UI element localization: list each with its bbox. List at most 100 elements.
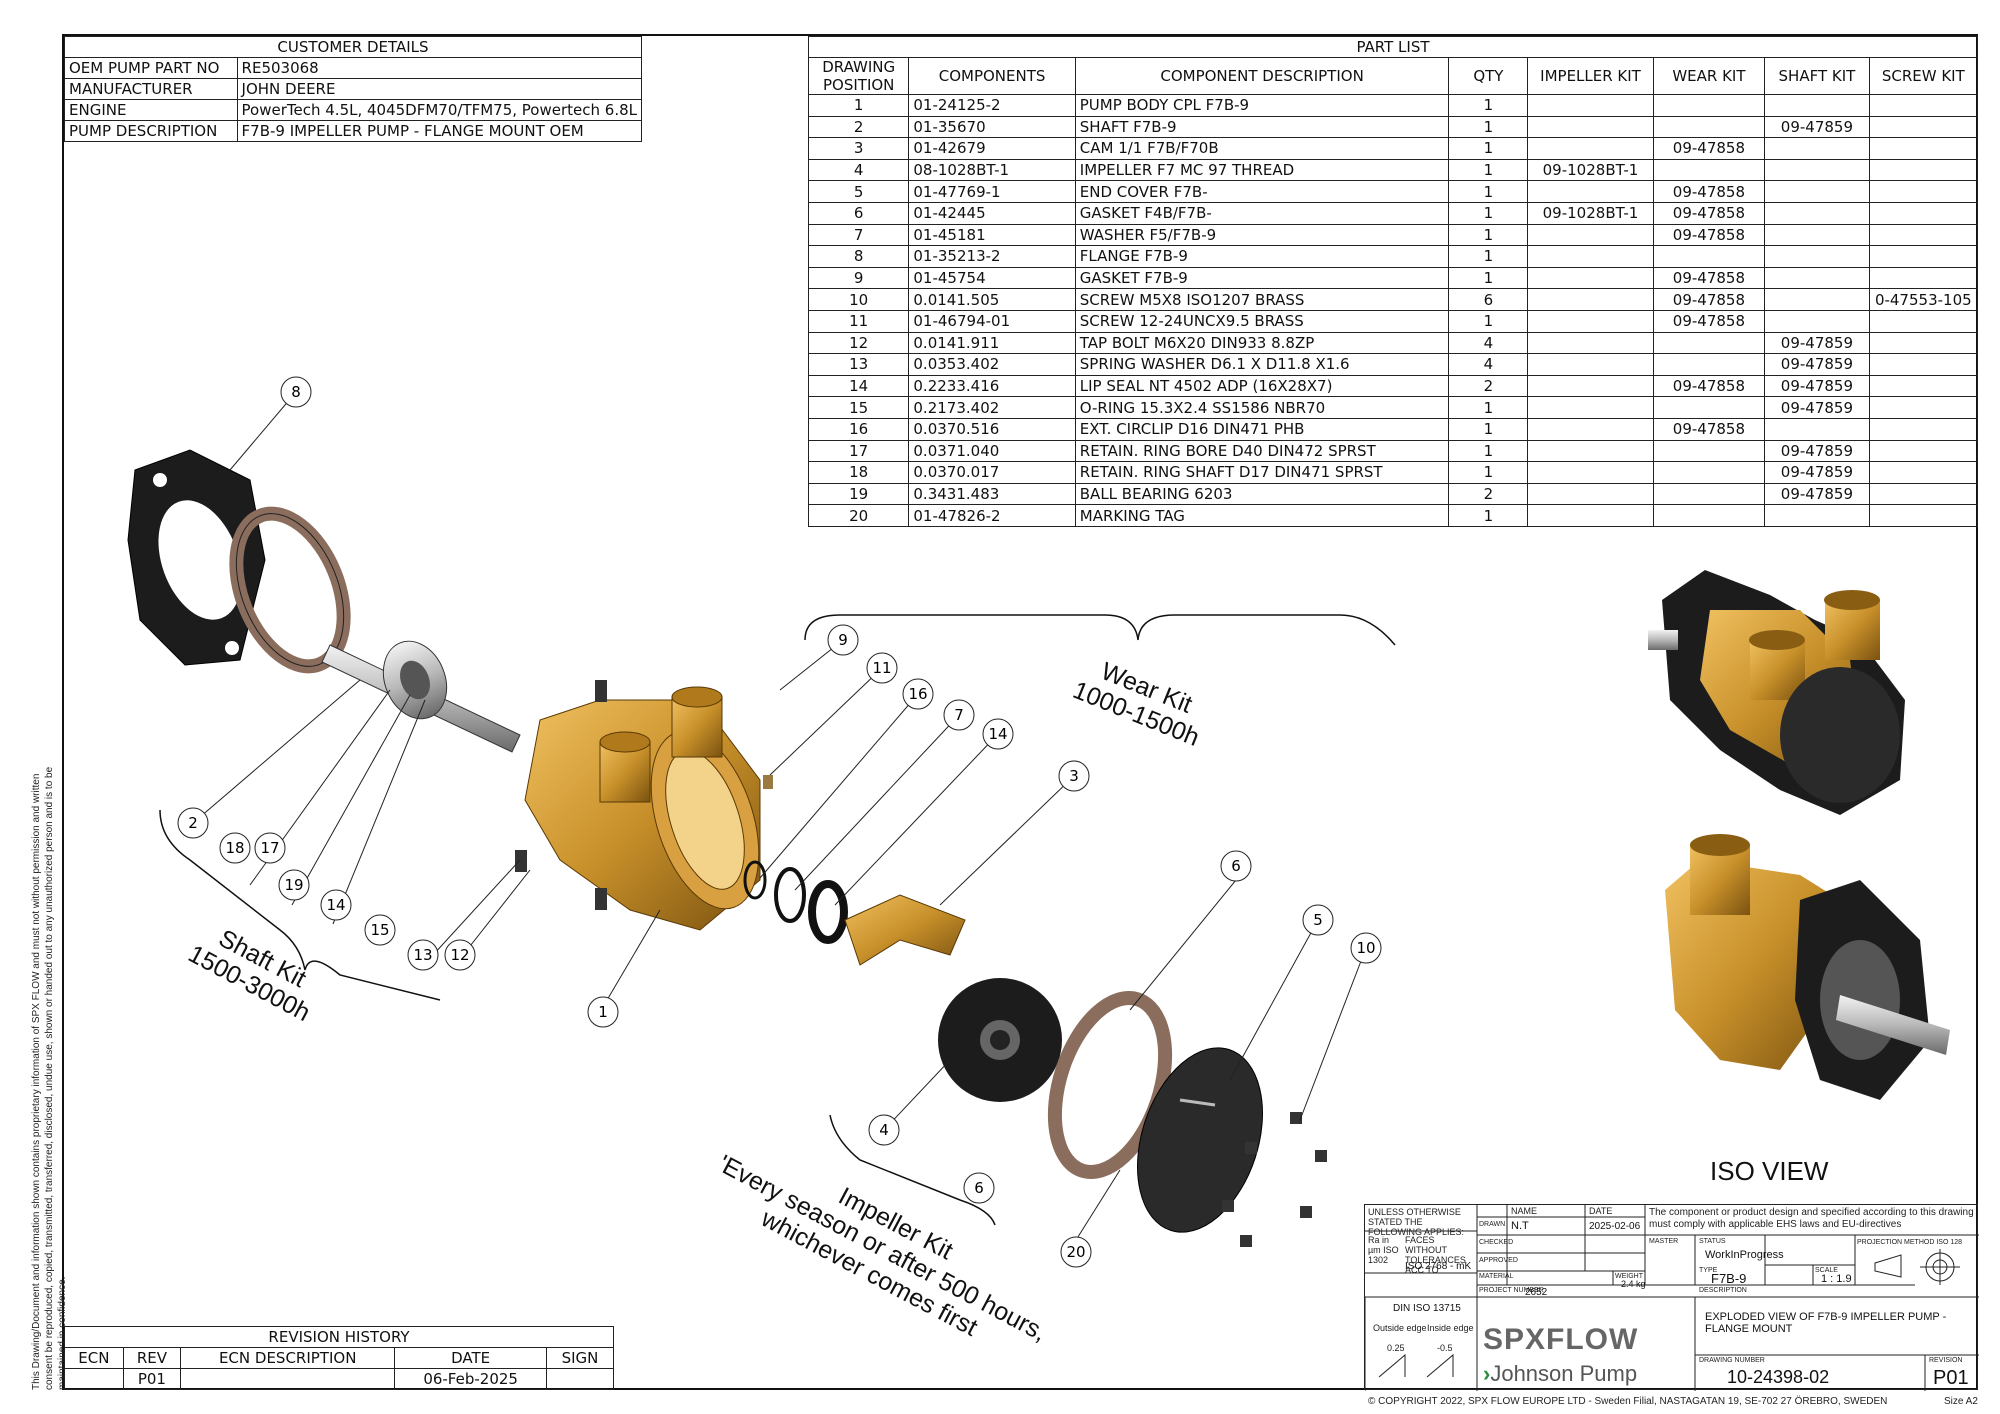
tb-drawn-l: DRAWN	[1479, 1221, 1506, 1228]
part-list-cell: SCREW 12-24UNCX9.5 BRASS	[1074, 309, 1450, 333]
part-list-cell: CAM 1/1 F7B/F70B	[1074, 137, 1450, 160]
flange-gasket-part	[229, 506, 351, 674]
balloon-label: 6	[1231, 857, 1241, 875]
balloon-circle	[177, 807, 209, 839]
tb-project: 2652	[1525, 1287, 1548, 1298]
part-list-cell: 09-47858	[1652, 288, 1766, 311]
part-list-cell	[1527, 504, 1654, 527]
part-list-cell: 2	[807, 115, 910, 139]
part-list-cell: SCREW M5X8 ISO1207 BRASS	[1074, 288, 1450, 311]
part-list-cell: WASHER F5/F7B-9	[1074, 223, 1450, 247]
tb-tol-std: ISO 2768 - mK	[1405, 1261, 1472, 1272]
balloon-label: 10	[1356, 939, 1375, 957]
part-list-column-header: COMPONENTS	[908, 57, 1076, 95]
balloon-label: 7	[954, 706, 964, 724]
balloon-circle	[219, 832, 251, 864]
balloon-label: 9	[838, 631, 848, 649]
tb-inside: Inside edge	[1427, 1323, 1474, 1333]
tb-drawing-l: DRAWING NUMBER	[1699, 1357, 1765, 1364]
balloon-label: 20	[1066, 1243, 1085, 1261]
tb-drawn-name: N.T	[1511, 1220, 1529, 1232]
part-list-cell: 09-47859	[1764, 353, 1870, 376]
revision-cell	[545, 1368, 615, 1390]
part-list-cell: 09-1028BT-1	[1527, 158, 1654, 182]
tb-projection: PROJECTION METHOD ISO 128	[1857, 1239, 1963, 1246]
part-list-cell	[1868, 223, 1979, 247]
balloon-circle	[1302, 904, 1334, 936]
customer-key: ENGINE	[64, 99, 238, 121]
tb-revision: P01	[1933, 1367, 1969, 1389]
tb-type: F7B-9	[1711, 1271, 1747, 1286]
part-list-cell: 09-47858	[1652, 223, 1766, 247]
balloon-label: 15	[370, 921, 389, 939]
revision-cell: 06-Feb-2025	[394, 1368, 547, 1390]
part-list-cell: 14	[807, 374, 910, 398]
part-list-cell: 0.2173.402	[908, 396, 1076, 419]
tb-date-h: DATE	[1589, 1206, 1613, 1216]
part-list-cell	[1527, 115, 1654, 139]
balloon-label: 4	[879, 1121, 889, 1139]
tb-notice: The component or product design and spec…	[1649, 1207, 1974, 1230]
tb-weight: 2.4 kg	[1621, 1279, 1646, 1289]
johnson-pump-text: Johnson Pump	[1490, 1361, 1638, 1386]
part-list-cell: 01-42679	[908, 137, 1076, 160]
part-list-cell: 09-47858	[1652, 201, 1766, 225]
part-list-column-header: IMPELLER KIT	[1527, 57, 1654, 95]
tb-weight-l: WEIGHT	[1615, 1273, 1643, 1280]
balloon-circle	[1350, 932, 1382, 964]
sheet-size: Size A2	[1944, 1396, 1978, 1407]
tb-material-l: MATERIAL	[1479, 1273, 1514, 1280]
balloon-label: 5	[1313, 911, 1323, 929]
balloon-circle	[982, 718, 1014, 750]
part-list-cell	[1527, 180, 1654, 203]
tb-type-l: TYPE	[1699, 1267, 1718, 1274]
balloon-label: 16	[908, 685, 927, 703]
balloon-label: 6	[974, 1179, 984, 1197]
balloon-circle	[1060, 1236, 1092, 1268]
tb-checked-l: CHECKED	[1479, 1239, 1514, 1246]
part-list-cell: 3	[807, 137, 910, 160]
impeller-part	[938, 978, 1062, 1102]
part-list-column-header: DRAWING POSITION	[807, 57, 910, 95]
title-block-grid	[1365, 1205, 1979, 1391]
tap-bolts	[515, 680, 773, 910]
balloon-circle	[587, 996, 619, 1028]
part-list-cell: 0.0371.040	[908, 439, 1076, 463]
part-list-cell	[1868, 504, 1979, 527]
part-list-cell: 01-47769-1	[908, 180, 1076, 203]
tb-description: EXPLODED VIEW OF F7B-9 IMPELLER PUMP - F…	[1705, 1311, 1947, 1335]
part-list-cell: 1	[1448, 504, 1529, 527]
part-list-cell: 09-47859	[1764, 396, 1870, 419]
tb-approved-l: APPROVED	[1479, 1257, 1518, 1264]
tb-master-l: MASTER	[1649, 1238, 1679, 1245]
projection-symbol-icon	[1874, 1249, 1960, 1285]
tb-ra: Ra in µm ISO 1302	[1368, 1235, 1399, 1265]
part-list-cell: END COVER F7B-	[1074, 180, 1450, 203]
part-list-cell: 0.0370.516	[908, 417, 1076, 441]
part-list-cell: IMPELLER F7 MC 97 THREAD	[1074, 158, 1450, 182]
balloon-label: 14	[988, 725, 1007, 743]
part-list-cell: 01-24125-2	[908, 94, 1076, 117]
part-list-cell: 09-1028BT-1	[1527, 201, 1654, 225]
part-list-cell: 09-47858	[1652, 137, 1766, 160]
tb-name-h: NAME	[1511, 1206, 1538, 1216]
balloon-circle	[943, 699, 975, 731]
revision-column-header: ECN	[64, 1347, 124, 1369]
spxflow-logo: SPXFLOW	[1483, 1323, 1639, 1356]
part-list-cell: BALL BEARING 6203	[1074, 482, 1450, 506]
tb-iso13715: DIN ISO 13715	[1393, 1303, 1461, 1314]
iso-view-label: ISO VIEW	[1710, 1156, 1829, 1186]
balloon-circle	[902, 678, 934, 710]
balloon-circle	[254, 832, 286, 864]
tb-inside-val: -0.5	[1437, 1343, 1453, 1353]
balloon-label: 1	[598, 1003, 608, 1021]
part-list-cell	[1868, 158, 1979, 182]
part-list-cell: 5	[807, 180, 910, 203]
